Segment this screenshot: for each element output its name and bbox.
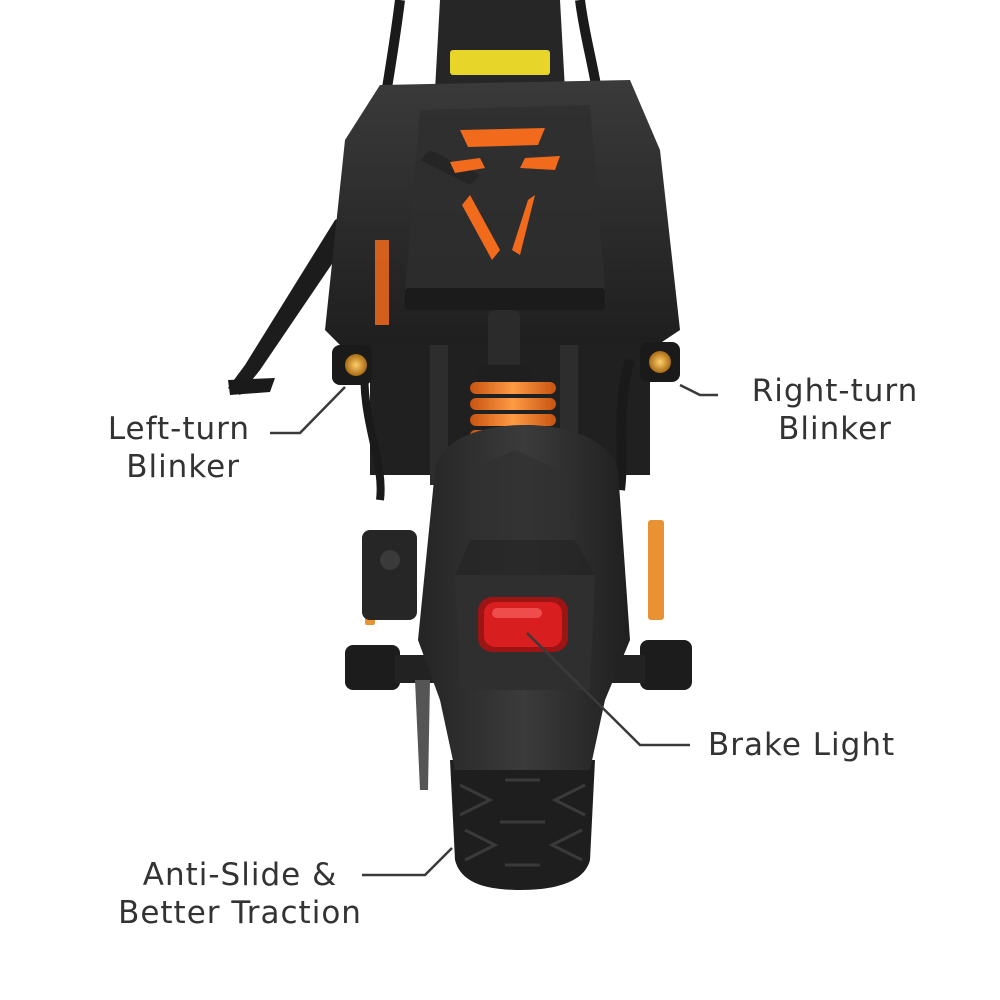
callout-lines (270, 383, 718, 877)
left-turn-label-line2: Blinker (126, 449, 240, 485)
rear-tire (450, 760, 595, 890)
traction-label-line1: Anti-Slide & (142, 857, 338, 893)
traction-label-line2: Better Traction (118, 895, 362, 931)
right-turn-callout-line (679, 383, 718, 397)
brake-light-callout-line (526, 632, 690, 747)
brake-light-label-text: Brake Light (708, 727, 896, 763)
deck-logo-accent (460, 128, 545, 147)
right-blinker (640, 342, 680, 382)
right-reflector (648, 520, 664, 620)
right-turn-blinker-label: Right-turn Blinker (735, 372, 935, 448)
plate-bracket (415, 680, 430, 790)
brake-caliper (362, 530, 417, 620)
left-turn-callout-line (270, 386, 346, 435)
kickstand (228, 215, 355, 395)
right-turn-label-line1: Right-turn (751, 373, 919, 409)
traction-label: Anti-Slide & Better Traction (90, 856, 390, 932)
deck-side-badge (375, 240, 389, 325)
warning-sticker (450, 50, 550, 75)
left-blinker (332, 345, 372, 385)
left-turn-blinker-label: Left-turn Blinker (60, 410, 250, 486)
deck (325, 80, 680, 350)
brake-light (478, 597, 568, 652)
traction-callout-line (362, 847, 453, 877)
left-turn-label-line1: Left-turn (107, 411, 250, 447)
brake-light-label: Brake Light (708, 726, 895, 764)
right-turn-label-line2: Blinker (778, 411, 892, 447)
